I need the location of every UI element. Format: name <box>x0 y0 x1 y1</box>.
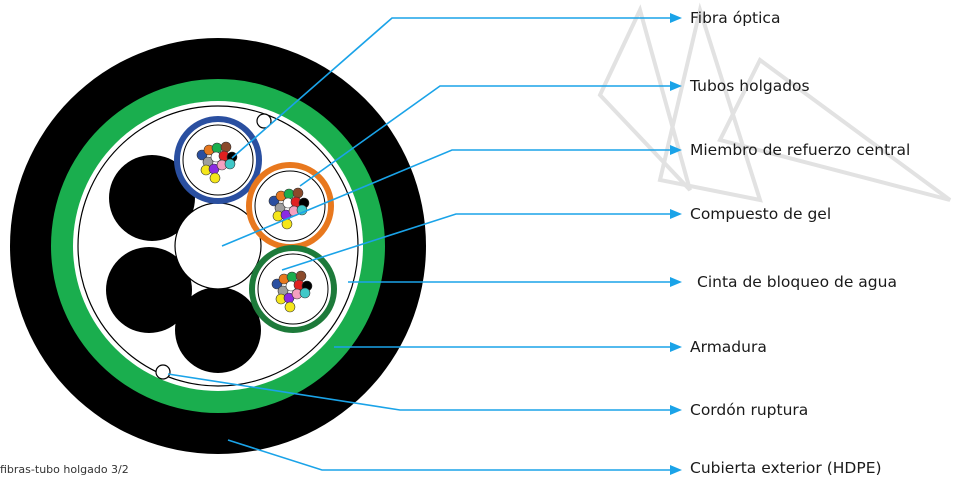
arrow-cubierta-exterior <box>670 465 682 475</box>
leader-miembro-refuerzo <box>221 149 670 247</box>
optical-fiber <box>284 301 296 313</box>
leader-cordon-ruptura <box>167 373 670 411</box>
label-armadura: Armadura <box>690 338 767 356</box>
label-cordon-ruptura: Cordón ruptura <box>690 401 809 419</box>
label-cubierta-exterior: Cubierta exterior (HDPE) <box>690 459 882 477</box>
arrow-cinta-bloqueo <box>670 277 682 287</box>
label-cinta-bloqueo: Cinta de bloqueo de agua <box>697 273 897 291</box>
label-miembro-refuerzo: Miembro de refuerzo central <box>690 141 911 159</box>
label-fibra-optica: Fibra óptica <box>690 9 781 27</box>
filler-rod-1 <box>109 155 195 241</box>
optical-fiber <box>295 270 307 282</box>
optical-fiber <box>220 141 232 153</box>
arrow-armadura <box>670 342 682 352</box>
ripcord-bottom <box>155 364 171 380</box>
filler-rod-3 <box>175 287 261 373</box>
optical-fiber <box>211 142 223 154</box>
leader-compuesto-gel <box>281 213 670 271</box>
leader-lines <box>167 17 670 471</box>
optical-fiber <box>286 271 298 283</box>
leader-tubos-holgados <box>299 85 670 187</box>
watermark-logo <box>597 2 952 203</box>
loose-tube-blue <box>174 116 262 204</box>
loose-tube-green <box>249 245 337 333</box>
arrow-fibra-optica <box>670 13 682 23</box>
optical-fiber <box>283 188 295 200</box>
filler-rod-2 <box>106 247 192 333</box>
optical-fiber <box>209 172 221 184</box>
label-tubos-holgados: Tubos holgados <box>690 77 810 95</box>
optical-fiber <box>224 158 236 170</box>
leader-cubierta-exterior <box>227 439 670 471</box>
optical-fiber <box>299 287 311 299</box>
figure-caption: fibras-tubo holgado 3/2 <box>0 463 129 476</box>
arrow-miembro-refuerzo <box>670 145 682 155</box>
arrow-tubos-holgados <box>670 81 682 91</box>
leader-arrowheads <box>670 13 682 475</box>
arrow-cordon-ruptura <box>670 405 682 415</box>
arrow-compuesto-gel <box>670 209 682 219</box>
leader-fibra-optica <box>231 17 670 159</box>
optical-fiber <box>292 187 304 199</box>
ripcord-top <box>256 113 272 129</box>
label-compuesto-gel: Compuesto de gel <box>690 205 832 223</box>
